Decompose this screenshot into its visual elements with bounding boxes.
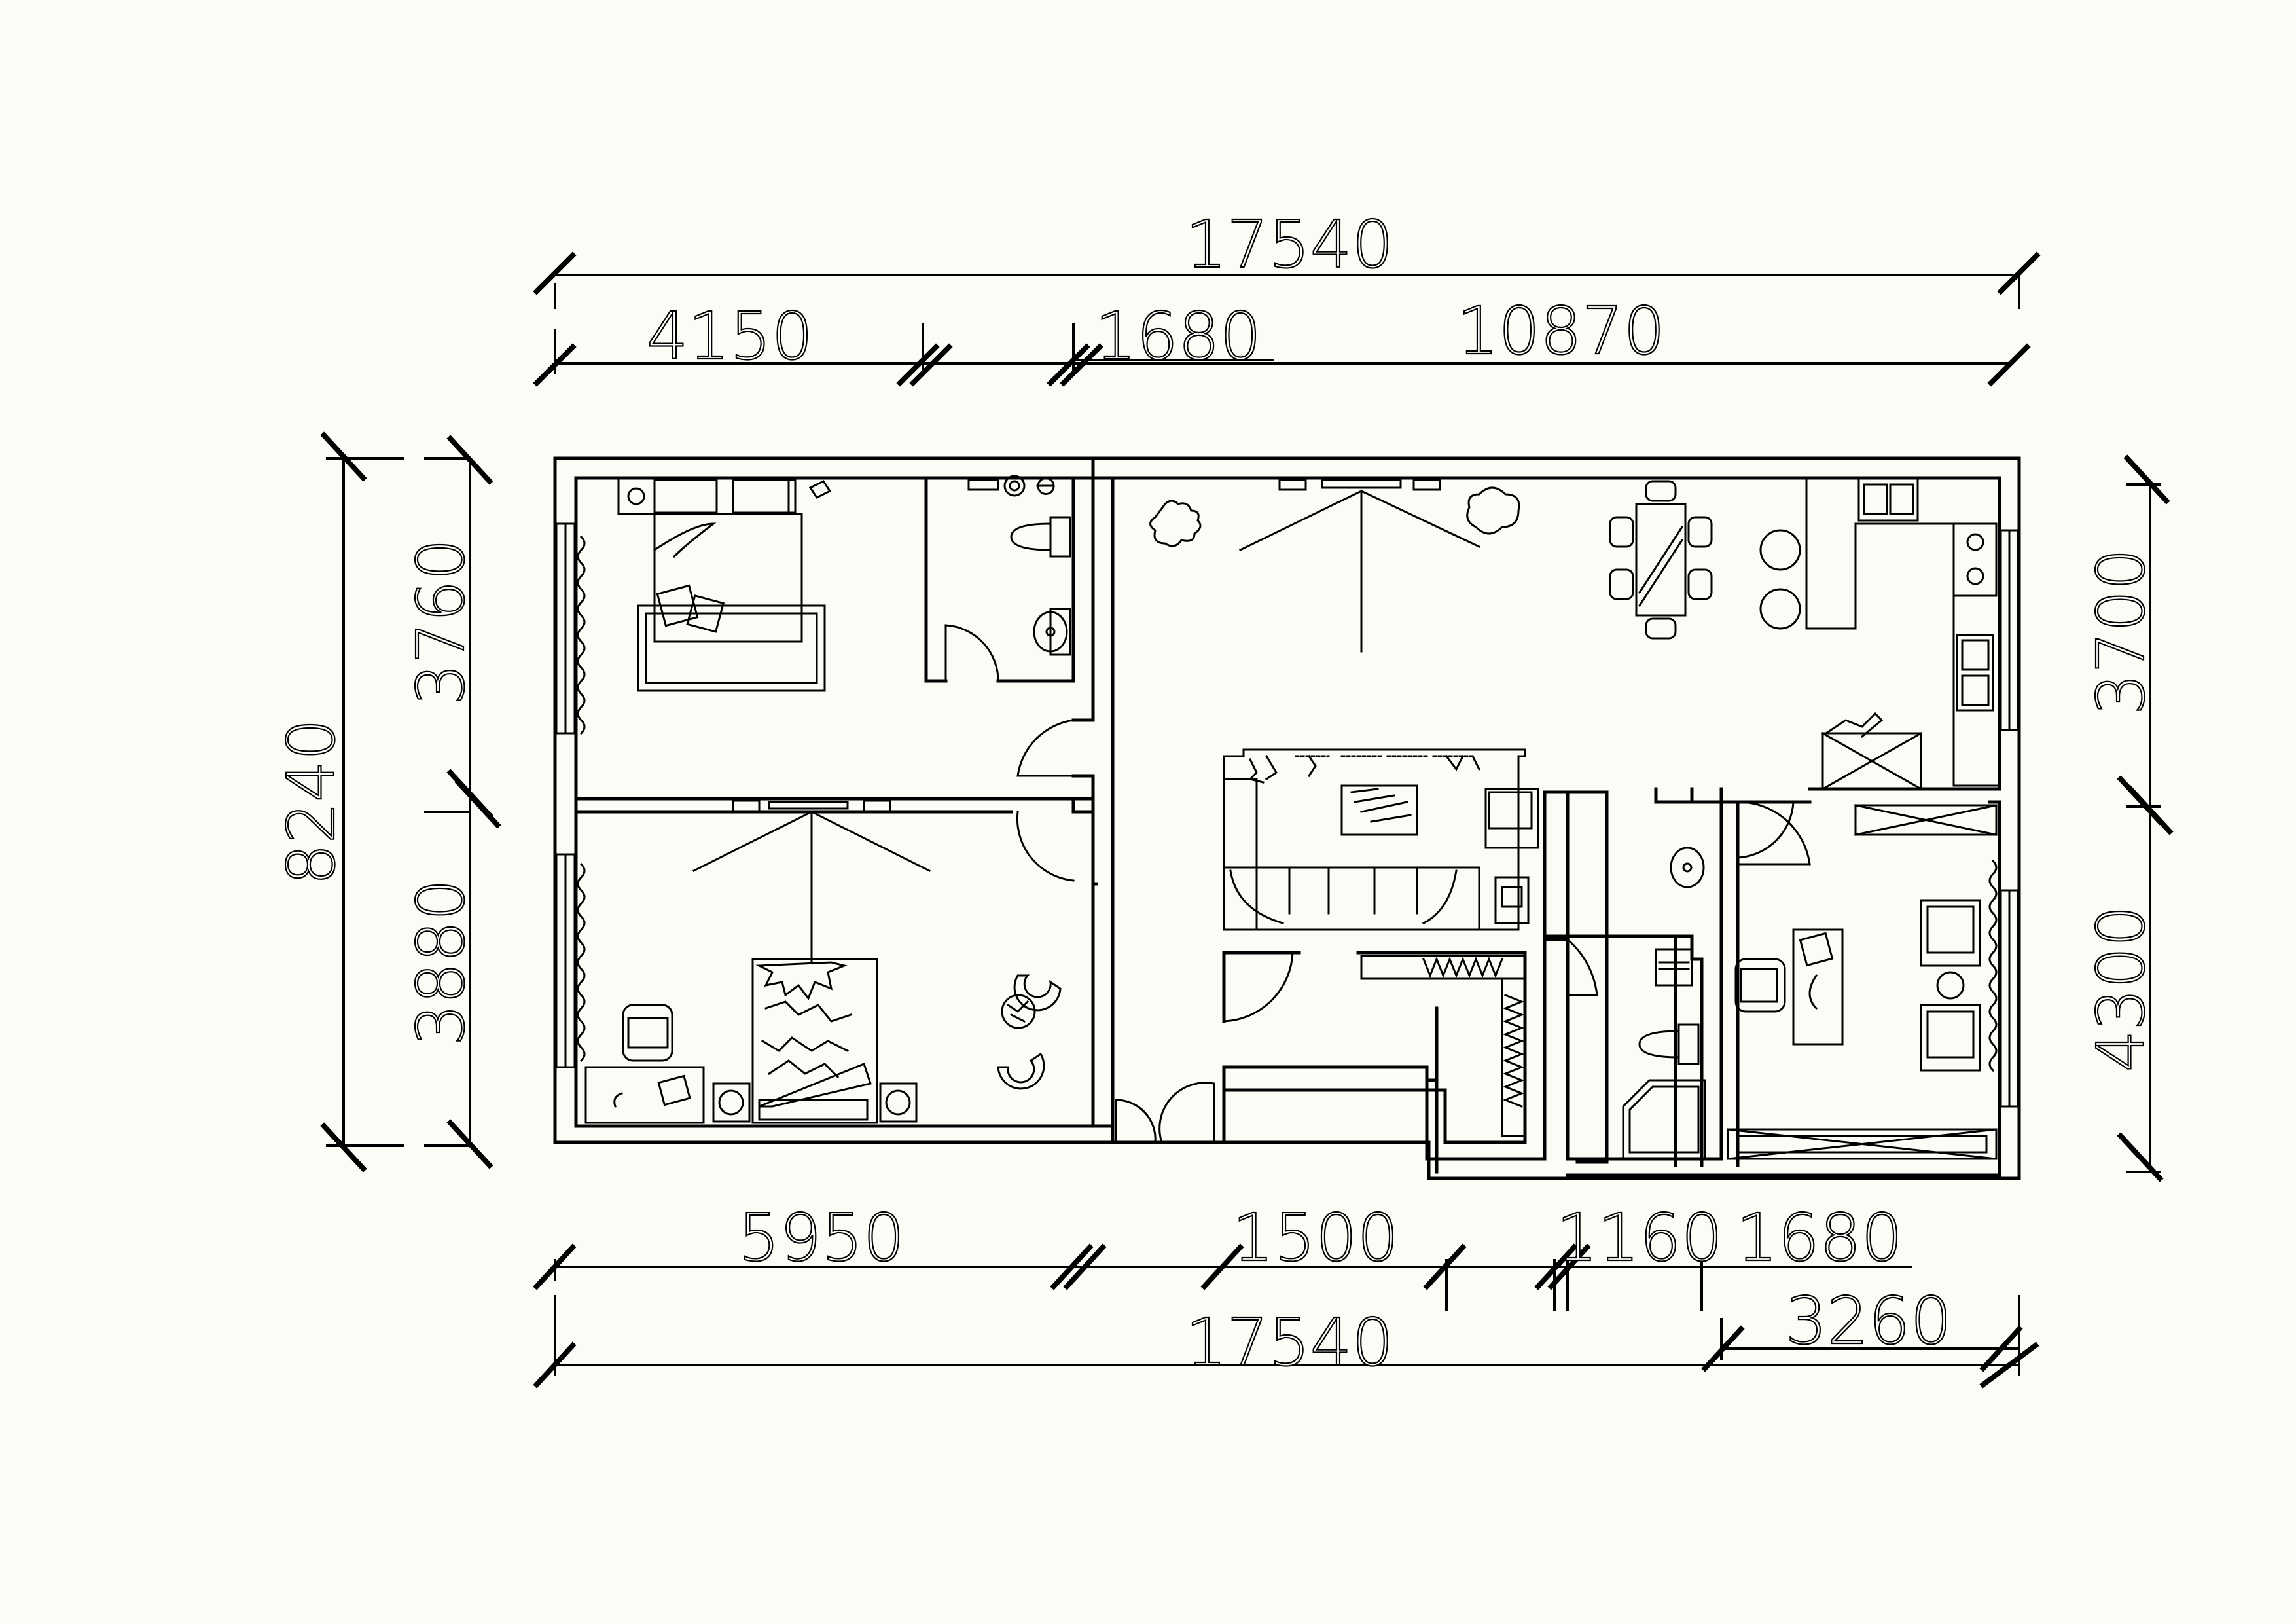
dimension-top-total	[533, 251, 2041, 309]
shower-tray	[1622, 1079, 1706, 1160]
nightstand	[712, 1082, 751, 1123]
chair	[1609, 568, 1634, 600]
pillow	[732, 479, 797, 514]
dim-bottom-seg-1: 5950	[738, 1199, 905, 1276]
armchair	[1920, 899, 1981, 967]
tv-cabinet	[1727, 1128, 1998, 1160]
chair	[997, 1052, 1045, 1090]
side-table	[1936, 971, 1965, 1000]
dimension-top-segments	[533, 323, 2031, 387]
dimension-left	[320, 431, 501, 1173]
sink	[1670, 847, 1705, 888]
closet	[1360, 955, 1526, 1137]
dim-left-seg-2: 3880	[403, 879, 479, 1046]
dim-bottom-seg-3: 1160	[1556, 1199, 1723, 1276]
plant-icon	[1149, 500, 1202, 547]
shower-icon	[1003, 475, 1026, 497]
dim-bottom-sub: 3260	[1785, 1283, 1952, 1359]
chair	[1687, 516, 1713, 548]
dimension-bottom-segments	[533, 1243, 1912, 1311]
bedroom-1	[617, 477, 832, 692]
chair	[1609, 516, 1634, 548]
chair	[1645, 480, 1677, 502]
dim-top-total: 17540	[1185, 206, 1393, 283]
bathroom-1	[967, 475, 1071, 656]
plant-icon	[1248, 754, 1481, 784]
toilet	[1010, 522, 1052, 551]
dimension-labels: 17540 4150 1680 10870 8240 3760 3880 370…	[272, 206, 2160, 1381]
dim-right-seg-1: 3700	[2083, 549, 2159, 716]
kitchen-sink	[1857, 477, 1919, 522]
armchair	[1920, 1004, 1981, 1072]
phone-icon	[808, 480, 832, 499]
desk	[1792, 928, 1844, 1046]
bed-rug	[637, 604, 826, 692]
coffee-table	[1340, 784, 1418, 836]
chair	[1013, 974, 1062, 1012]
bedroom-2	[584, 799, 1062, 1124]
pillow	[653, 479, 718, 514]
dim-left-total: 8240	[273, 719, 350, 886]
dim-bottom-seg-4: 1680	[1736, 1199, 1903, 1276]
side-table	[1494, 876, 1530, 924]
study	[1727, 899, 1998, 1160]
windows	[555, 522, 2019, 1108]
plant-icon	[1466, 486, 1520, 535]
dimension-bottom-total	[533, 1295, 2039, 1389]
sink	[1033, 611, 1068, 653]
washing-machine	[1821, 732, 1922, 790]
dim-top-seg-3: 10870	[1457, 293, 1665, 369]
bathroom-2	[1622, 847, 1706, 1160]
toilet-tank	[1049, 516, 1071, 558]
nightstand	[879, 1082, 918, 1123]
stool	[1759, 588, 1801, 630]
stool	[1759, 529, 1801, 571]
toilet	[1638, 1030, 1680, 1059]
dim-top-seg-2: 1680	[1095, 298, 1262, 374]
toilet-tank	[1677, 1023, 1700, 1065]
kitchen	[1805, 477, 2001, 836]
dim-top-seg-1: 4150	[647, 298, 814, 374]
dim-right-seg-2: 4300	[2083, 905, 2159, 1072]
dining-table	[1635, 503, 1687, 617]
interior-walls-right	[1215, 787, 2001, 1177]
dim-bottom-total: 17540	[1185, 1304, 1393, 1381]
dim-bottom-seg-2: 1500	[1232, 1199, 1399, 1276]
living-room	[1149, 479, 1539, 931]
desk	[584, 1066, 705, 1124]
washing-machine	[1655, 948, 1693, 987]
dimension-right	[2117, 454, 2174, 1182]
kitchen-sink	[1956, 634, 1994, 712]
round-table	[1001, 994, 1036, 1029]
bed	[751, 958, 878, 1124]
dim-left-seg-1: 3760	[403, 539, 479, 706]
dining-area	[1609, 480, 1801, 640]
armchair	[1734, 958, 1786, 1013]
armchair	[622, 1004, 673, 1062]
bed	[653, 513, 803, 643]
chair	[1687, 568, 1713, 600]
chair	[1645, 617, 1677, 640]
armchair	[1484, 788, 1539, 849]
doors	[944, 624, 1811, 1144]
stove-icon	[1952, 522, 1998, 597]
